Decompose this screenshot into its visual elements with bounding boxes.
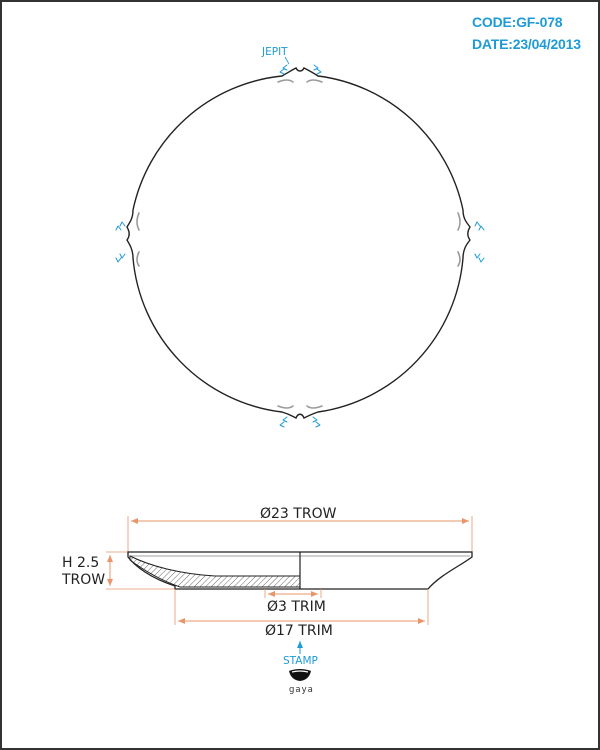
height-label-line1: H 2.5 (62, 555, 99, 571)
gaya-logo-icon (289, 669, 311, 681)
outer-diameter-label: Ø23 TROW (260, 506, 337, 522)
height-label-line2: TROW (61, 572, 105, 588)
notch-shadows (136, 79, 461, 409)
product-code: CODE:GF-078 (472, 14, 563, 30)
drawing-date: DATE:23/04/2013 (472, 36, 581, 52)
inner-diameter-label: Ø3 TRIM (267, 599, 326, 615)
stamp-block: STAMP gaya (283, 641, 318, 695)
gaya-brand-text: gaya (289, 685, 314, 695)
pinch-markers (115, 64, 485, 428)
section-view: Ø23 TROW H 2.5 TROW Ø3 TRIM Ø17 (61, 506, 473, 639)
jepit-leader (284, 56, 290, 65)
top-view: JEPIT (115, 46, 485, 428)
base-diameter-label: Ø17 TRIM (265, 623, 333, 639)
plate-outline-top (126, 67, 471, 419)
stamp-label: STAMP (283, 655, 318, 667)
plate-section-hatch (129, 555, 301, 588)
jepit-label: JEPIT (261, 46, 288, 58)
